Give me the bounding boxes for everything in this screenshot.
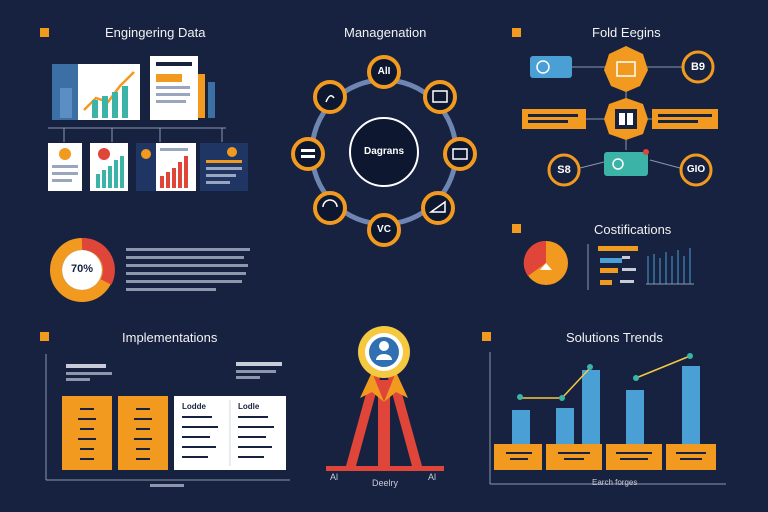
trophy-axis-center: Deelry: [372, 478, 399, 488]
gauge-label: 70%: [70, 263, 94, 275]
fold-node-b9: B9: [690, 61, 706, 73]
solutions-title: Solutions Trends: [566, 330, 663, 345]
trophy-axis-right: Al: [428, 472, 437, 482]
section-marker-costifications: [512, 224, 521, 233]
implementations-title: Implementations: [122, 330, 218, 345]
section-marker-solutions: [482, 332, 491, 341]
section-marker-implementations: [40, 332, 49, 341]
trophy-axis-left: Al: [330, 472, 339, 482]
engineering-title: Engingering Data: [105, 25, 206, 40]
section-marker-fold: [512, 28, 521, 37]
costifications-title: Costifications: [594, 222, 672, 237]
impl-col-head-1: Lodde: [182, 402, 206, 411]
section-marker-engineering: [40, 28, 49, 37]
management-center-label: Dagrans: [364, 146, 405, 157]
management-node-top-label: AlI: [377, 66, 391, 77]
management-node-bottom-label: VC: [377, 224, 391, 235]
fold-node-s8: S8: [557, 164, 571, 176]
management-title: Managenation: [344, 25, 427, 40]
fold-title: Fold Eegins: [592, 25, 661, 40]
solutions-xlabel: Earch forges: [592, 478, 638, 487]
fold-node-gio: GIO: [686, 164, 706, 175]
impl-col-head-2: Lodle: [238, 402, 260, 411]
